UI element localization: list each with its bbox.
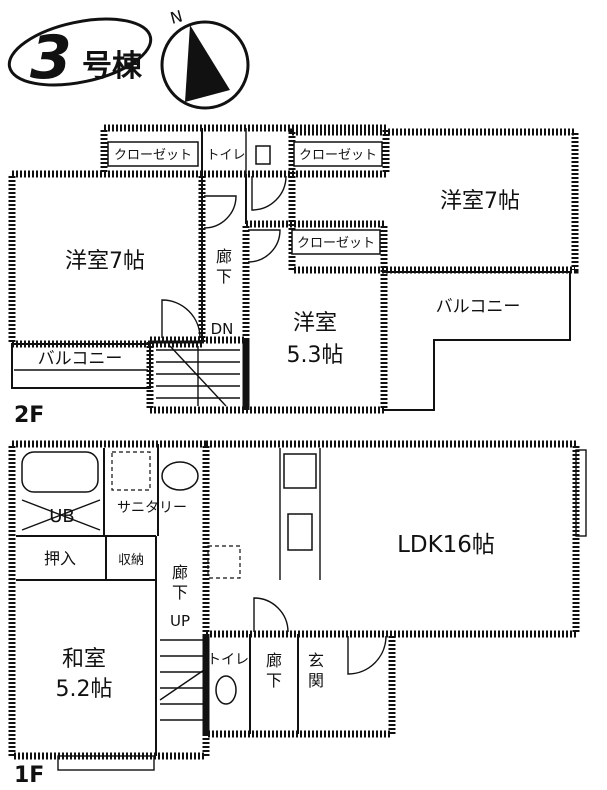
floor-1f: UB サニタリー 押入 収納 廊 下 UP LDK16帖 和室 5.2帖 トイレ… bbox=[8, 440, 587, 788]
sink-icon bbox=[161, 461, 199, 491]
floor-2f-label: 2F bbox=[14, 403, 44, 428]
door-swing bbox=[251, 175, 287, 211]
sanitary-label: サニタリー bbox=[117, 500, 187, 516]
down-label: DN bbox=[211, 320, 234, 338]
north-arrow-icon: N bbox=[160, 6, 250, 110]
stair-1f bbox=[159, 639, 205, 721]
closet-box-3 bbox=[291, 229, 381, 255]
entrance-char2: 関 bbox=[308, 671, 324, 690]
door-swing bbox=[253, 597, 289, 633]
closet-label-3: クローゼット bbox=[297, 236, 375, 251]
kitchen-stove-icon bbox=[283, 453, 317, 489]
ldk-window bbox=[575, 449, 587, 537]
hall-2f-char1: 廊 bbox=[216, 247, 232, 266]
hall2-1f-char1: 廊 bbox=[266, 651, 282, 670]
storage-box-icon bbox=[207, 545, 241, 579]
wall-2f-east-balcony bbox=[384, 271, 571, 411]
washitsu-name: 和室 bbox=[62, 647, 106, 672]
toilet-1f-fixture-icon bbox=[215, 675, 237, 705]
middle-bedroom-size: 5.3帖 bbox=[287, 343, 344, 368]
east-bedroom-label: 洋室7帖 bbox=[440, 189, 520, 214]
door-swing bbox=[161, 299, 201, 339]
hall-1f-char1: 廊 bbox=[172, 563, 188, 582]
hall2-1f-char2: 下 bbox=[266, 671, 282, 690]
toilet-2f-fixture-icon bbox=[255, 145, 271, 165]
closet-box-1 bbox=[107, 141, 199, 167]
hall-2f-char2: 下 bbox=[216, 267, 232, 286]
ldk-label: LDK16帖 bbox=[397, 532, 495, 558]
washitsu-window bbox=[57, 755, 155, 771]
floor-1f-label: 1F bbox=[14, 763, 44, 788]
toilet-1f-label: トイレ bbox=[207, 652, 249, 668]
bath-label: UB bbox=[49, 506, 75, 527]
closet-box-2 bbox=[293, 141, 383, 167]
wall-2f-west-balcony bbox=[11, 343, 151, 389]
washitsu-size: 5.2帖 bbox=[56, 677, 113, 702]
toilet-2f-label: トイレ bbox=[206, 148, 245, 163]
entrance-char1: 玄 bbox=[308, 651, 324, 670]
oshiire-label: 押入 bbox=[44, 549, 76, 568]
building-suffix: 号棟 bbox=[82, 49, 143, 84]
middle-bedroom-name: 洋室 bbox=[293, 311, 337, 336]
building-number: 3 bbox=[30, 23, 72, 93]
wall-1f-ldk bbox=[202, 440, 580, 638]
wall-2f-east-bedroom bbox=[288, 128, 579, 274]
door-swing bbox=[347, 635, 387, 675]
storage-label: 収納 bbox=[118, 553, 144, 568]
kitchen-sink-icon bbox=[287, 513, 313, 551]
floor-2f: クローゼット トイレ クローゼット クローゼット 洋室7帖 洋室7帖 洋室 5.… bbox=[8, 124, 579, 428]
door-swing bbox=[203, 195, 237, 229]
bathtub-icon bbox=[21, 451, 99, 493]
title-swoosh bbox=[7, 17, 153, 87]
west-balcony-label: バルコニー bbox=[38, 349, 123, 369]
east-balcony-label: バルコニー bbox=[436, 297, 521, 317]
closet-label-1: クローゼット bbox=[114, 148, 192, 163]
washing-machine-icon bbox=[111, 451, 151, 491]
north-label: N bbox=[168, 6, 184, 27]
stair-2f bbox=[156, 345, 240, 407]
closet-label-2: クローゼット bbox=[299, 148, 377, 163]
up-label: UP bbox=[170, 612, 190, 630]
hall-1f-char2: 下 bbox=[172, 583, 188, 602]
west-bedroom-label: 洋室7帖 bbox=[65, 249, 145, 274]
door-swing bbox=[247, 229, 281, 263]
wall-2f-middle-bedroom bbox=[242, 220, 388, 414]
building-title: 3 号棟 bbox=[7, 17, 153, 93]
